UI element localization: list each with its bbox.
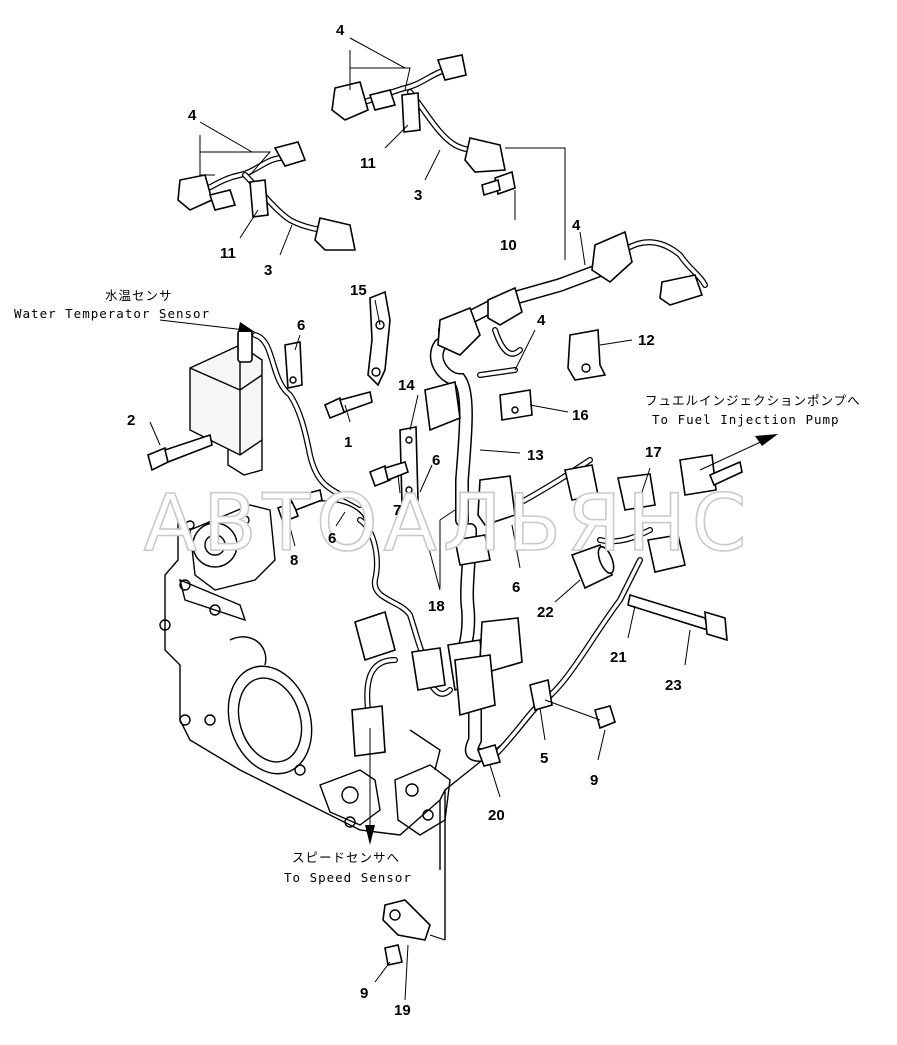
fuel-pump-label-jp: フュエルインジェクションポンプへ — [645, 393, 861, 408]
callout-17: 17 — [645, 444, 662, 461]
callout-19: 19 — [394, 1002, 411, 1019]
brackets — [284, 290, 616, 966]
callout-15: 15 — [350, 282, 367, 299]
callout-11: 11 — [360, 155, 376, 172]
callout-21: 21 — [610, 649, 627, 666]
speed-sensor-arrow — [365, 825, 375, 845]
callout-14: 14 — [398, 377, 415, 394]
callout-8: 8 — [290, 552, 298, 569]
sensor-harness-subassembly-right — [331, 54, 506, 173]
callouts: 4 4 11 3 11 3 10 4 15 6 4 12 14 2 1 16 1… — [127, 22, 682, 1019]
callout-4: 4 — [572, 217, 581, 234]
sensor-harness-subassembly-left — [177, 141, 356, 251]
connectors — [351, 230, 717, 757]
callout-4: 4 — [188, 107, 197, 124]
callout-20: 20 — [488, 807, 505, 824]
leader-lines — [149, 37, 766, 1001]
callout-22: 22 — [537, 604, 554, 621]
bolts — [147, 170, 743, 524]
callout-2: 2 — [127, 412, 135, 429]
annotations: 水温センサ Water Temperator Sensor フュエルインジェクシ… — [14, 288, 861, 885]
callout-6: 6 — [512, 579, 520, 596]
callout-18: 18 — [428, 598, 445, 615]
fuel-pump-label-en: To Fuel Injection Pump — [652, 412, 840, 427]
arrows — [238, 322, 778, 845]
callout-6: 6 — [432, 452, 440, 469]
speed-sensor-label-en: To Speed Sensor — [284, 870, 412, 885]
sleeve-22 — [570, 543, 615, 590]
bolt-23 — [627, 593, 728, 642]
water-sensor-label-en: Water Temperator Sensor — [14, 306, 210, 321]
water-temperature-sensor-housing — [189, 329, 263, 456]
callout-4: 4 — [537, 312, 546, 329]
callout-3: 3 — [264, 262, 272, 279]
speed-sensor-label-jp: スピードセンサへ — [292, 850, 400, 865]
water-sensor-arrow — [238, 322, 255, 332]
callout-13: 13 — [527, 447, 544, 464]
callout-23: 23 — [665, 677, 682, 694]
water-sensor-label-jp: 水温センサ — [105, 288, 173, 303]
callout-1: 1 — [344, 434, 352, 451]
callout-3: 3 — [414, 187, 422, 204]
callout-7: 7 — [393, 502, 401, 519]
callout-4: 4 — [336, 22, 345, 39]
callout-11: 11 — [220, 245, 236, 262]
callout-12: 12 — [638, 332, 655, 349]
callout-9: 9 — [590, 772, 598, 789]
callout-6: 6 — [297, 317, 305, 334]
callout-9: 9 — [360, 985, 368, 1002]
watermark: АВТОАЛЬЯНС — [144, 479, 753, 569]
callout-6: 6 — [328, 530, 336, 547]
fuel-pump-arrow — [755, 434, 778, 446]
callout-16: 16 — [572, 407, 589, 424]
callout-5: 5 — [540, 750, 548, 767]
callout-10: 10 — [500, 237, 517, 254]
